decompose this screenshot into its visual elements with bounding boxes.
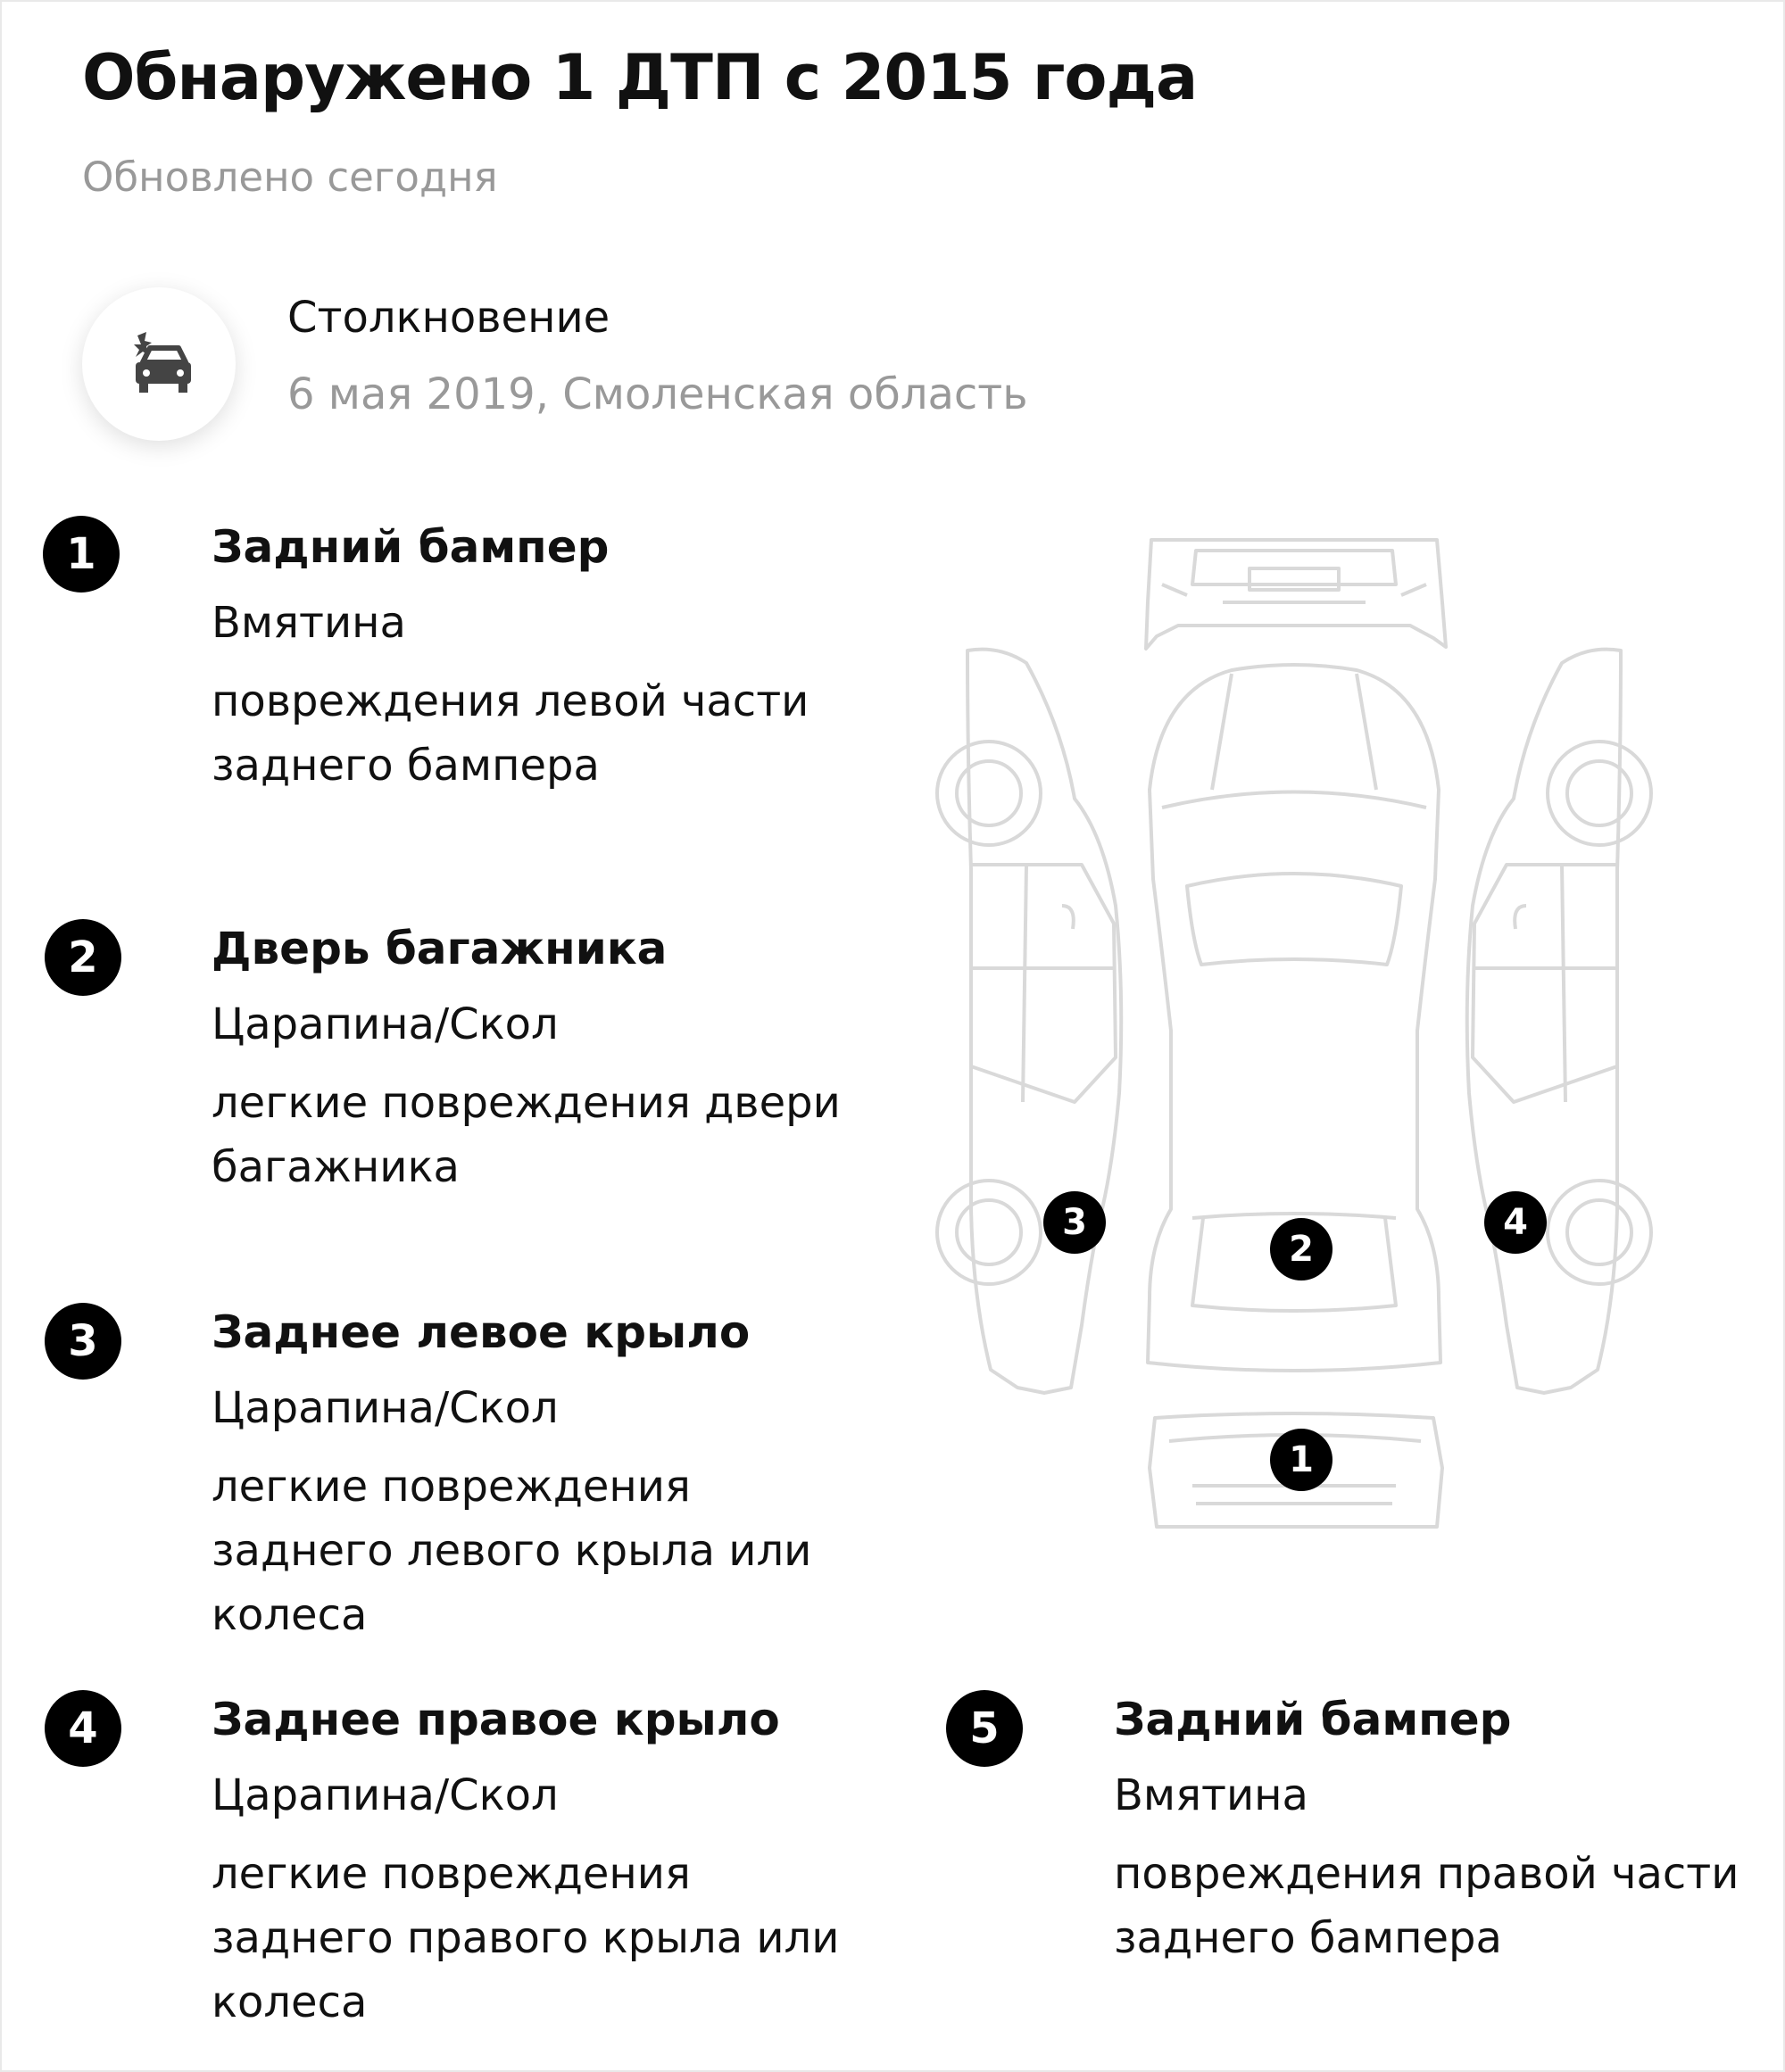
diagram-marker: 2 (1270, 1218, 1333, 1280)
damage-part: Дверь багажника (212, 923, 668, 974)
event-type: Столкновение (287, 293, 610, 343)
diagram-marker: 1 (1270, 1429, 1333, 1491)
damage-type: Вмятина (212, 598, 406, 648)
damage-part: Задний бампер (212, 521, 610, 573)
damage-part: Заднее правое крыло (212, 1694, 780, 1745)
damage-description: легкие повреждения заднего правого крыла… (212, 1849, 840, 2027)
car-top-view-outline (1146, 663, 1442, 1372)
car-collision-icon (82, 287, 236, 441)
damage-part: Задний бампер (1114, 1694, 1512, 1745)
diagram-marker: 4 (1484, 1191, 1547, 1254)
damage-number-badge: 1 (43, 516, 120, 593)
car-damage-diagram: 3 2 4 1 (928, 531, 1660, 1543)
damage-part: Заднее левое крыло (212, 1306, 751, 1358)
damage-description: легкие повреждения заднего левого крыла … (212, 1462, 812, 1640)
damage-number-badge: 5 (946, 1690, 1023, 1767)
damage-type: Царапина/Скол (212, 1383, 559, 1433)
damage-number-badge: 4 (45, 1690, 121, 1767)
page-title: Обнаружено 1 ДТП с 2015 года (82, 41, 1198, 114)
damage-description: повреждения правой части заднего бампера (1114, 1849, 1739, 1963)
damage-type: Царапина/Скол (212, 999, 559, 1049)
damage-number-badge: 3 (45, 1303, 121, 1380)
front-bumper-outline (1144, 538, 1448, 651)
damage-type: Царапина/Скол (212, 1770, 559, 1820)
updated-status: Обновлено сегодня (82, 153, 498, 201)
event-date-location: 6 мая 2019, Смоленская область (287, 369, 1028, 419)
damage-description: повреждения левой части заднего бампера (212, 676, 809, 791)
damage-type: Вмятина (1114, 1770, 1308, 1820)
diagram-marker: 3 (1043, 1191, 1106, 1254)
car-left-side-outline (935, 647, 1124, 1395)
damage-description: легкие повреждения двери багажника (212, 1078, 841, 1192)
car-right-side-outline (1465, 647, 1653, 1395)
damage-number-badge: 2 (45, 919, 121, 996)
